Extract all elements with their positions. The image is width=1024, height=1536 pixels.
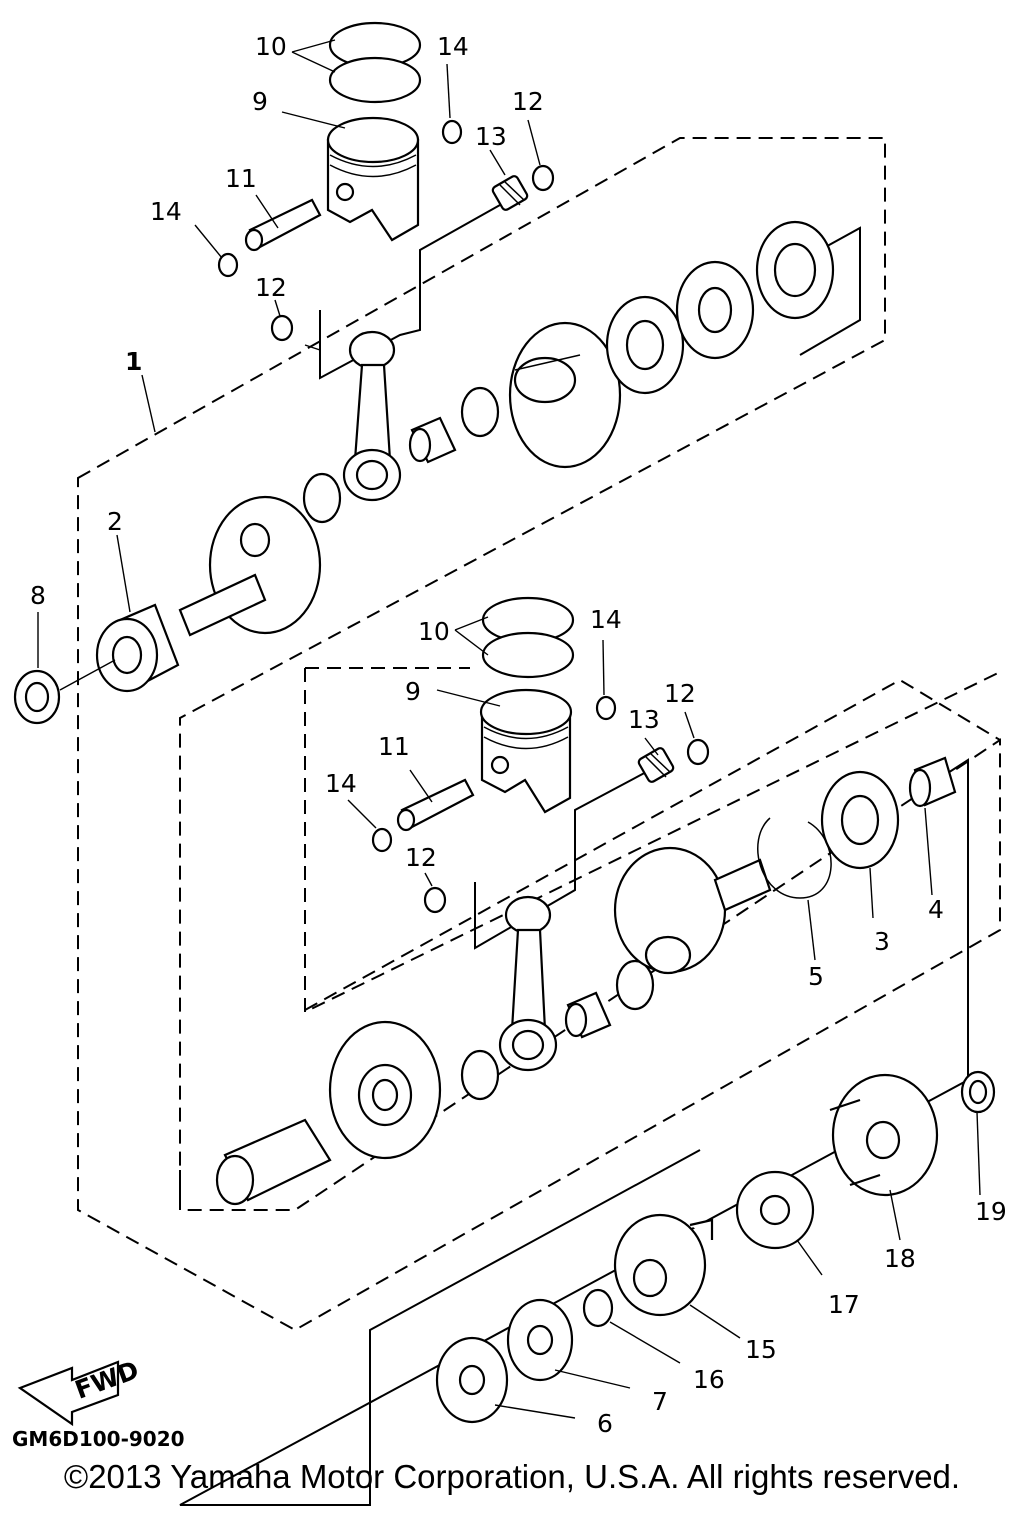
callout-2: 2 [107, 507, 123, 536]
callout-9-lower: 9 [405, 677, 421, 706]
crank-web-upper-right [508, 321, 622, 469]
callout-18: 18 [884, 1244, 916, 1273]
callout-11-upper: 11 [225, 164, 257, 193]
callout-12-lower-right: 12 [664, 679, 696, 708]
washer-19 [960, 1070, 996, 1114]
piston-pin-upper [244, 198, 322, 252]
oil-seal-upper [675, 260, 755, 360]
callout-12-upper-left: 12 [255, 273, 287, 302]
bushing-lower [564, 991, 612, 1039]
callout-3: 3 [874, 927, 890, 956]
needle-bearing-lower [637, 747, 675, 783]
lower-inner-assembly-outline [304, 667, 1001, 1014]
coupler-18 [829, 1073, 939, 1197]
copyright-notice: ©2013 Yamaha Motor Corporation, U.S.A. A… [63, 1458, 961, 1495]
leader-lines [37, 39, 981, 1419]
drawing-code: GM6D100-9020 [12, 1427, 185, 1451]
clip-14-upper-left [217, 252, 239, 278]
fwd-arrow-icon: FWD [17, 1355, 143, 1427]
callout-19: 19 [975, 1197, 1007, 1226]
washer-12-lower-left [423, 886, 447, 914]
crank-pin-shaft [215, 1118, 332, 1206]
callout-4: 4 [928, 895, 944, 924]
callout-8: 8 [30, 581, 46, 610]
coupler-15 [613, 1213, 714, 1317]
bushing-4 [908, 756, 957, 808]
ring-16 [582, 1288, 614, 1328]
piston-rings-upper [328, 21, 422, 104]
bushing-upper [408, 416, 457, 464]
bearing-3 [820, 770, 900, 870]
callout-17: 17 [828, 1290, 860, 1319]
piston-upper [326, 116, 420, 242]
callout-13-lower: 13 [628, 705, 660, 734]
needle-bearing-upper [491, 175, 529, 211]
washer-12-upper-left [270, 314, 294, 342]
clip-14-upper-right [441, 119, 463, 145]
callout-1: 1 [125, 347, 142, 376]
callout-12-upper-right: 12 [512, 87, 544, 116]
piston-lower [479, 688, 573, 814]
oil-seal-8 [13, 669, 61, 725]
upper-assembly-outline [77, 137, 1001, 1332]
bracket-upper-conrod [319, 204, 501, 380]
bracket-lower-right [179, 758, 969, 1506]
clip-14-lower-right [595, 695, 617, 721]
washer-upper-conrod-left [302, 472, 342, 524]
clip-14-lower-left [371, 827, 393, 853]
washer-6 [435, 1336, 509, 1424]
connecting-rod-upper [342, 330, 402, 502]
callout-14-upper-right: 14 [437, 32, 469, 61]
callout-16: 16 [693, 1365, 725, 1394]
callout-12-lower-left: 12 [405, 843, 437, 872]
washer-7 [506, 1298, 574, 1382]
washer-lower-conrod-left [460, 1049, 500, 1101]
crank-web-lower-right [613, 846, 772, 975]
crank-web-lower-left [328, 1020, 442, 1160]
inner-lower-box [304, 678, 1001, 1011]
piston-rings-lower [481, 596, 575, 679]
callout-6: 6 [597, 1409, 613, 1438]
washer-12-upper-right [531, 164, 555, 192]
damper-17 [735, 1170, 815, 1250]
callout-14-lower-left: 14 [325, 769, 357, 798]
callout-11-lower: 11 [378, 732, 410, 761]
connecting-rod-lower [498, 895, 558, 1072]
washer-12-lower-right [686, 738, 710, 766]
callout-10-upper: 10 [255, 32, 287, 61]
washer-upper-conrod-right [460, 386, 500, 438]
callout-5: 5 [808, 962, 824, 991]
bearing-2 [95, 603, 180, 693]
bracket-lower-conrod [474, 769, 651, 950]
callout-9-upper: 9 [252, 87, 268, 116]
callout-14-lower-right: 14 [590, 605, 622, 634]
bracket-upper-right [799, 226, 861, 356]
callout-15: 15 [745, 1335, 777, 1364]
shaft-axis-line-upper [59, 659, 116, 691]
bearing-upper-2 [755, 220, 835, 320]
bearing-upper-1 [605, 295, 685, 395]
callout-14-upper-left: 14 [150, 197, 182, 226]
callout-10-lower: 10 [418, 617, 450, 646]
washer-lower-conrod-right [615, 959, 655, 1011]
callout-7: 7 [652, 1387, 668, 1416]
crank-web-upper-left [178, 495, 322, 637]
piston-pin-lower [396, 778, 475, 832]
callout-13-upper: 13 [475, 122, 507, 151]
